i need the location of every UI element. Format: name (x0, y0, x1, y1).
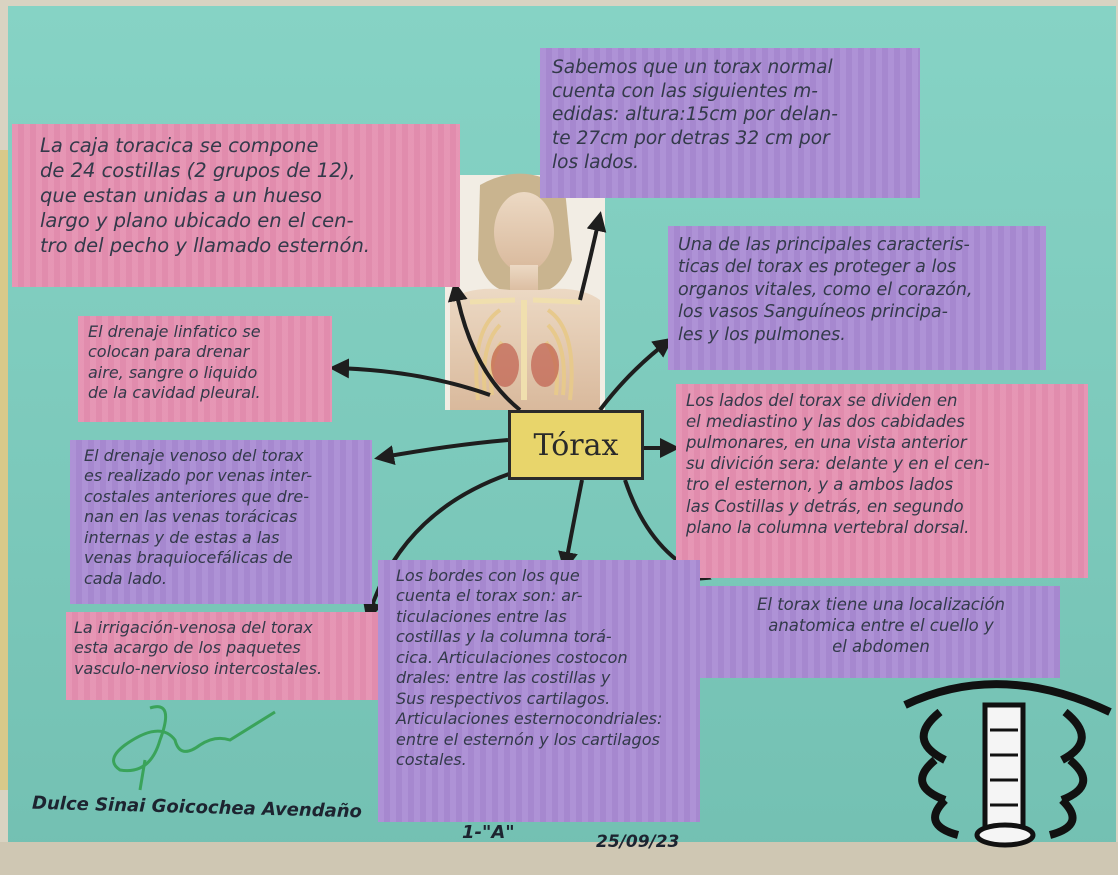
ribcage-drawing (905, 684, 1110, 845)
date-label: 25/09/23 (596, 832, 679, 852)
note-drenaje-venoso: El drenaje venoso del torax es realizado… (70, 440, 372, 604)
note-caja-toracica: La caja toracica se compone de 24 costil… (12, 124, 460, 287)
signature (114, 707, 275, 790)
note-localizacion: El torax tiene una localización anatomic… (700, 586, 1060, 678)
note-drenaje-linfatico: El drenaje linfatico se colocan para dre… (78, 316, 332, 422)
note-lados: Los lados del torax se dividen en el med… (676, 384, 1088, 578)
note-caracteristicas: Una de las principales caracteris- ticas… (668, 226, 1046, 370)
group-label: 1-"A" (462, 822, 515, 843)
note-bordes: Los bordes con los que cuenta el torax s… (378, 560, 700, 822)
note-irrigacion: La irrigación-venosa del torax esta acar… (66, 612, 378, 700)
central-title: Tórax (508, 410, 644, 480)
note-medidas: Sabemos que un torax normal cuenta con l… (540, 48, 920, 198)
